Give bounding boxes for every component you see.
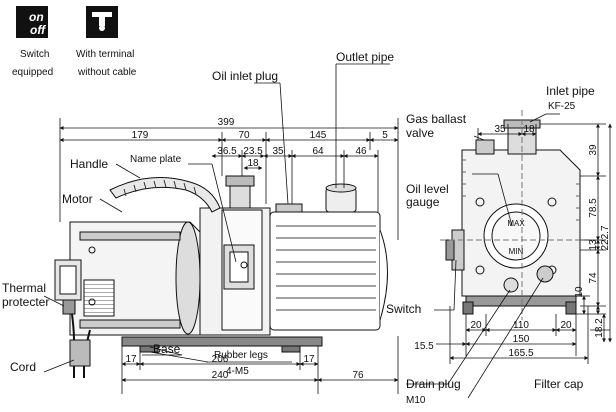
dim-64: 64 xyxy=(312,146,324,157)
dim-17-left: 17 xyxy=(125,354,137,365)
dim-179: 179 xyxy=(132,130,149,141)
oil-level-label-2: gauge xyxy=(406,195,440,209)
oil-inlet-plug xyxy=(275,203,303,213)
base-label: Base xyxy=(153,342,181,356)
dim-10: 10 xyxy=(574,286,585,298)
gas-ballast-knob xyxy=(229,185,251,209)
dim-18-side: 18 xyxy=(247,158,259,169)
dim-399: 399 xyxy=(218,117,235,128)
on-text: on xyxy=(29,10,44,24)
thermal-label-1: Thermal xyxy=(2,281,46,295)
drain-plug-label: Drain plug xyxy=(406,377,461,391)
cord-label: Cord xyxy=(10,360,36,374)
switch-equipped-label-2: equipped xyxy=(12,67,53,78)
pump-front-view xyxy=(440,110,594,320)
oil-level-gauge xyxy=(491,211,541,261)
dim-20-left: 20 xyxy=(470,320,482,331)
dim-74: 74 xyxy=(588,272,599,284)
dim-15-5: 15.5 xyxy=(414,341,434,352)
dim-35-side: 35 xyxy=(272,146,284,157)
motor-label: Motor xyxy=(62,192,93,206)
outlet-pipe-label: Outlet pipe xyxy=(336,50,394,64)
switch-label: Switch xyxy=(386,302,421,316)
dim-150: 150 xyxy=(513,334,530,345)
gauge-min: MIN xyxy=(509,247,524,256)
inlet-pipe-label: Inlet pipe xyxy=(546,84,595,98)
thermal-protector xyxy=(62,299,76,315)
dim-18-front: 18 xyxy=(523,124,535,135)
pump-side-view xyxy=(54,175,388,378)
dim-36-5: 36.5 xyxy=(217,146,237,157)
dim-5: 5 xyxy=(382,130,388,141)
oil-inlet-plug-label: Oil inlet plug xyxy=(212,69,278,83)
dim-240: 240 xyxy=(212,370,229,381)
front-gas-ballast xyxy=(475,139,495,155)
gauge-max: MAX xyxy=(507,219,525,228)
front-base xyxy=(465,295,577,307)
leader-lines xyxy=(43,63,560,399)
switch-equipped-icon: on off xyxy=(16,6,48,38)
thermal-label-2: protecter xyxy=(2,295,49,309)
base-plate xyxy=(121,336,323,347)
dim-145: 145 xyxy=(310,130,327,141)
name-plate-label: Name plate xyxy=(130,154,182,165)
dim-46: 46 xyxy=(355,146,367,157)
terminal-label-1: With terminal xyxy=(76,49,134,60)
dim-35-front: 35 xyxy=(494,124,506,135)
rubber-legs-spec: 4-M5 xyxy=(226,366,249,377)
terminal-label-2: without cable xyxy=(77,67,137,78)
dim-76: 76 xyxy=(352,370,364,381)
terminal-icon xyxy=(86,6,118,38)
drain-plug xyxy=(503,277,519,293)
dim-18-2: 18.2 xyxy=(594,318,605,338)
rubber-legs-label: Rubber legs xyxy=(214,350,268,361)
dim-78-5: 78.5 xyxy=(588,198,599,218)
handle-label: Handle xyxy=(70,157,108,171)
dim-13: 13 xyxy=(588,239,599,251)
gas-ballast-label-2: valve xyxy=(406,126,434,140)
front-dimension-lines xyxy=(436,123,612,364)
dim-17-right: 17 xyxy=(303,354,315,365)
pump-cylinder xyxy=(269,211,381,331)
gas-ballast-label-1: Gas ballast xyxy=(406,112,467,126)
dim-165-5: 165.5 xyxy=(508,348,533,359)
switch-equipped-label-1: Switch xyxy=(20,49,49,60)
dim-222-7: 222.7 xyxy=(600,225,611,250)
rubber-leg-2 xyxy=(281,345,301,353)
oil-level-label-1: Oil level xyxy=(406,182,449,196)
side-dimension-lines xyxy=(59,118,399,394)
dim-20-right: 20 xyxy=(560,320,572,331)
filter-cap xyxy=(536,265,554,283)
dim-110: 110 xyxy=(513,320,529,331)
off-text: off xyxy=(30,23,46,37)
dim-23-5: 23.5 xyxy=(243,146,263,157)
motor-vent xyxy=(83,279,115,317)
dim-206: 206 xyxy=(212,354,229,365)
filter-cap-label: Filter cap xyxy=(534,377,584,391)
cord-plug xyxy=(69,339,91,367)
drain-plug-spec: M10 xyxy=(406,395,426,406)
dim-70: 70 xyxy=(238,130,250,141)
handle-grip xyxy=(109,177,221,213)
inlet-pipe-spec: KF-25 xyxy=(548,101,576,112)
dim-39: 39 xyxy=(588,144,599,156)
